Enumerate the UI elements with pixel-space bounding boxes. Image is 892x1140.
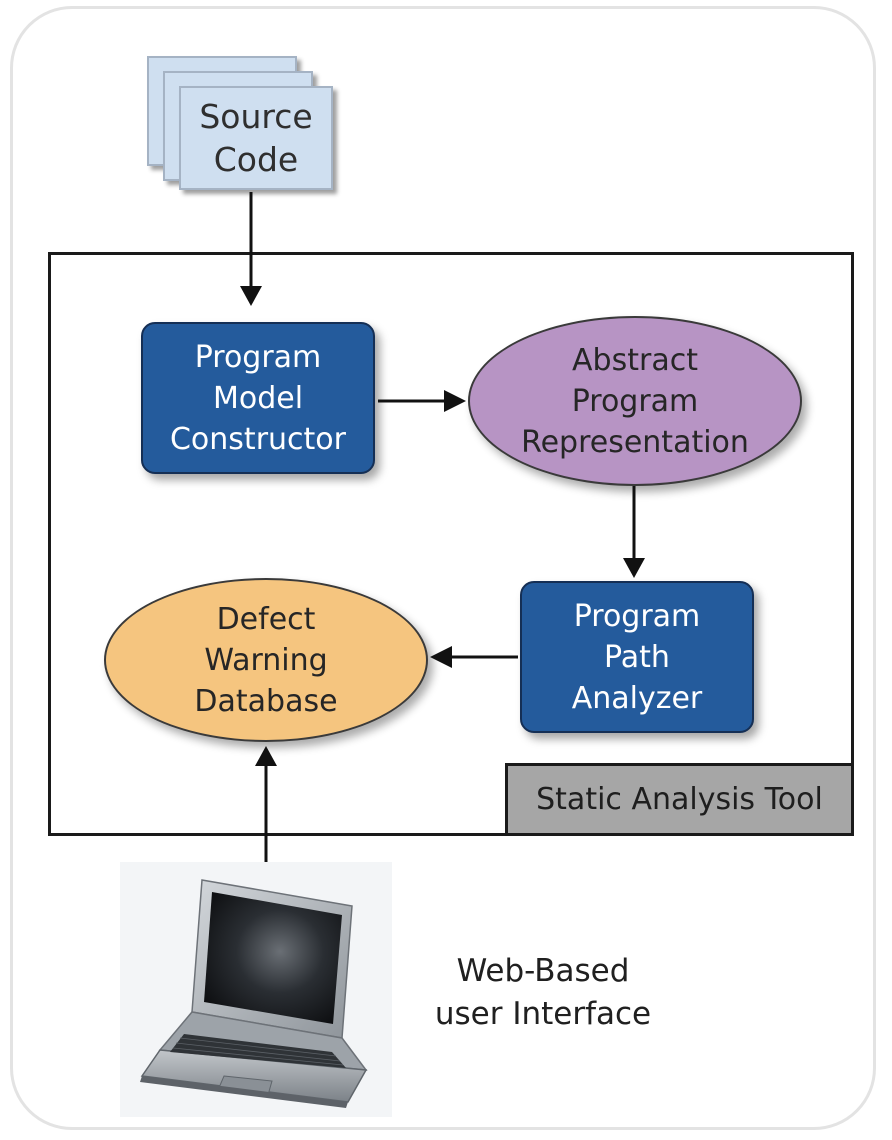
static-analysis-tool-container (48, 252, 854, 836)
node-label-line: Program (573, 598, 701, 634)
defect-warning-database-node: Defect Warning Database (104, 578, 428, 742)
abstract-program-representation-node: Abstract Program Representation (468, 316, 802, 486)
program-model-constructor-node: Program Model Constructor (141, 322, 375, 474)
ui-label-line-2: user Interface (434, 996, 652, 1032)
edge-representation-to-analyzer (623, 486, 645, 578)
node-label-line: Representation (521, 424, 749, 460)
node-label-line: Program (194, 339, 322, 375)
node-label-line: Defect (216, 601, 316, 637)
laptop-icon (120, 862, 392, 1122)
static-analysis-tool-label: Static Analysis Tool (505, 763, 854, 836)
node-label-line: Database (194, 683, 338, 719)
node-label-line: Warning (204, 642, 328, 678)
ui-label-line-1: Web-Based (456, 953, 630, 989)
source-code-label: Source Code (179, 86, 333, 190)
source-code-line-1: Source (199, 97, 313, 136)
node-label-line: Path (604, 639, 670, 675)
edge-source-to-constructor (240, 192, 262, 306)
source-code-line-2: Code (213, 140, 299, 179)
web-based-user-interface-label: Web-Based user Interface (418, 950, 668, 1036)
node-label-line: Constructor (169, 421, 346, 457)
node-label-line: Program (571, 383, 699, 419)
document-page-front (179, 86, 333, 190)
node-label-line: Model (212, 380, 304, 416)
edge-analyzer-to-database (430, 646, 518, 668)
node-label-line: Analyzer (571, 680, 703, 716)
node-label-line: Abstract (572, 342, 698, 378)
program-path-analyzer-node: Program Path Analyzer (520, 581, 754, 733)
edge-constructor-to-representation (378, 390, 466, 412)
